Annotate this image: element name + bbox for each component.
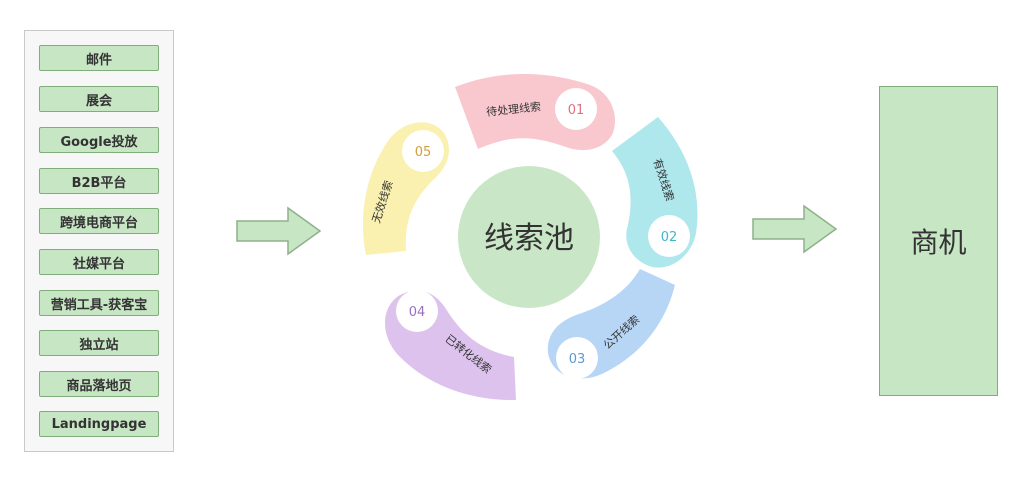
stage-05-petal: 05 无效线索 [362, 122, 449, 255]
opportunity-box: 商机 [879, 86, 998, 396]
stage-01-number: 01 [568, 103, 585, 118]
source-item-social-media: 社媒平台 [39, 249, 159, 275]
stage-01-label: 待处理线索 [486, 99, 542, 119]
arrow-right-icon [752, 204, 838, 254]
stage-01-petal: 01 待处理线索 [455, 74, 616, 151]
source-item-email: 邮件 [39, 45, 159, 71]
source-item-landingpage: Landingpage [39, 411, 159, 437]
source-item-b2b-platform: B2B平台 [39, 168, 159, 194]
lead-sources-panel: 邮件 展会 Google投放 B2B平台 跨境电商平台 社媒平台 营销工具-获客… [24, 30, 174, 452]
stage-03-petal: 03 公开线索 [547, 269, 675, 379]
stage-02-number: 02 [661, 230, 678, 245]
source-item-cross-border-ecommerce: 跨境电商平台 [39, 208, 159, 234]
source-item-independent-site: 独立站 [39, 330, 159, 356]
arrow-right-icon [236, 206, 322, 256]
stage-02-petal: 02 有效线索 [612, 117, 698, 268]
source-item-marketing-tool: 营销工具-获客宝 [39, 290, 159, 316]
source-item-trade-show: 展会 [39, 86, 159, 112]
stage-03-number: 03 [569, 352, 586, 367]
source-item-google-ads: Google投放 [39, 127, 159, 153]
stage-04-number: 04 [409, 305, 426, 320]
stage-04-petal: 04 已转化线索 [385, 290, 516, 401]
lead-cycle-diagram: 01 待处理线索 02 有效线索 03 公开线索 04 已转化线索 05 无效线… [362, 74, 698, 401]
stage-05-number: 05 [415, 145, 432, 160]
opportunity-label: 商机 [910, 226, 967, 259]
lead-pool: 线索池 [458, 166, 600, 308]
lead-pool-label: 线索池 [484, 221, 574, 256]
source-item-product-landing-page: 商品落地页 [39, 371, 159, 397]
